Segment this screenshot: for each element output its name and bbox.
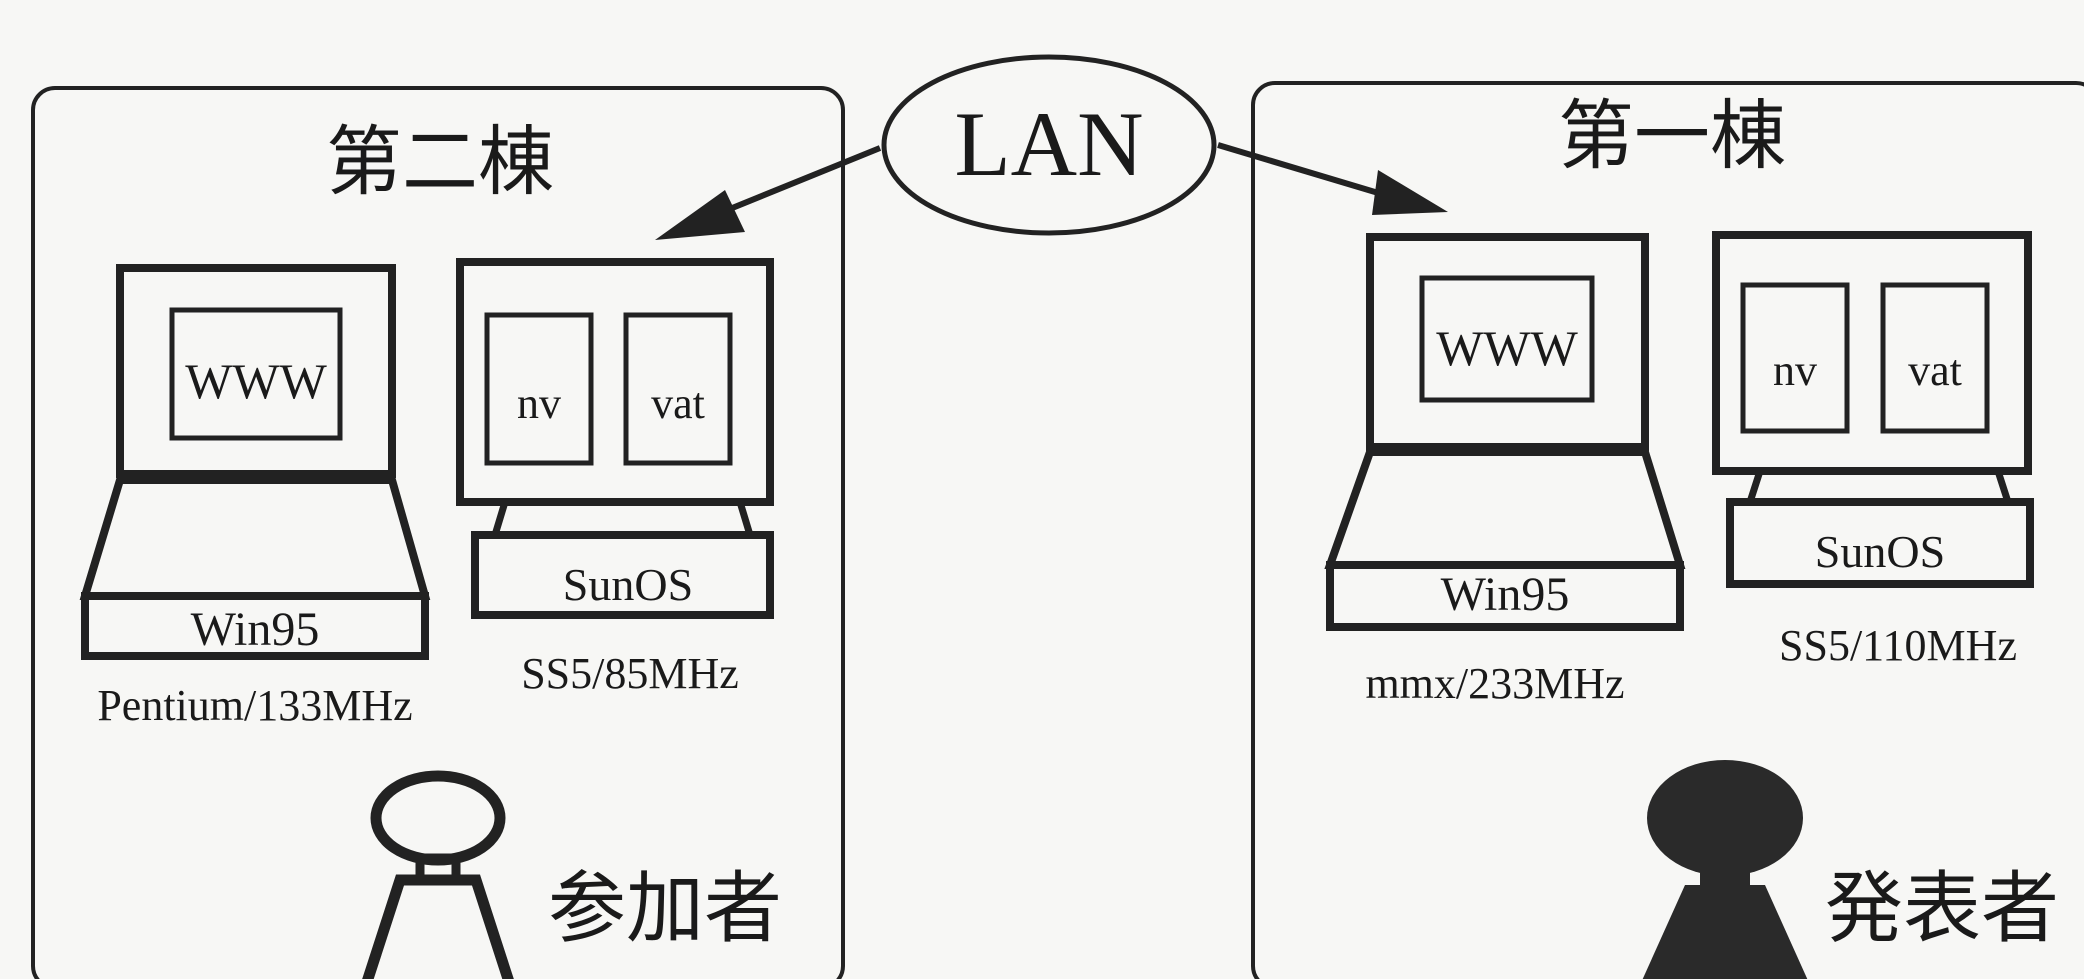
laptop-left: WWW Win95 — [79, 264, 431, 660]
workstation-left-os: SunOS — [563, 559, 693, 610]
laptop-right-os: Win95 — [1441, 568, 1570, 621]
building-left-box — [31, 86, 845, 979]
workstation-left-panel-vat-text: vat — [651, 379, 705, 428]
workstation-left-spec: SS5/85MHz — [521, 649, 739, 698]
laptop-right-spec: mmx/233MHz — [1365, 659, 1624, 708]
workstation-left-panel-vat — [623, 312, 733, 466]
workstation-left-panel-nv — [484, 312, 594, 466]
workstation-right-panel-nv-text: nv — [1773, 346, 1817, 395]
building-right-role: 発表者 — [1825, 865, 2059, 952]
laptop-left-os: Win95 — [191, 603, 320, 656]
workstation-left-panel-nv-text: nv — [517, 379, 561, 428]
workstation-right-os: SunOS — [1815, 526, 1945, 577]
lan-ellipse — [881, 54, 1217, 236]
participant-icon — [362, 770, 514, 979]
laptop-left-screen-text: WWW — [185, 353, 327, 409]
lan-label: LAN — [954, 93, 1143, 195]
workstation-right-panel-vat — [1880, 282, 1990, 434]
workstation-left: nv vat SunOS — [456, 258, 774, 619]
workstation-right-spec: SS5/110MHz — [1779, 621, 2017, 670]
building-right-title: 第一棟 — [1558, 95, 1786, 179]
presenter-icon — [1642, 760, 1808, 979]
workstation-right-panel-vat-text: vat — [1908, 346, 1962, 395]
building-right-box — [1251, 81, 2084, 979]
arrow-to-left-building — [655, 145, 882, 240]
arrow-to-right-building — [1217, 142, 1448, 215]
laptop-right-screen — [1419, 275, 1595, 403]
workstation-right-panel-nv — [1740, 282, 1850, 434]
building-left-title: 第二棟 — [326, 121, 554, 205]
building-left-role: 参加者 — [548, 865, 782, 952]
workstation-right: nv vat SunOS — [1712, 231, 2034, 588]
laptop-left-screen — [169, 307, 343, 441]
laptop-right-screen-text: WWW — [1436, 320, 1578, 376]
laptop-right: WWW Win95 — [1324, 233, 1686, 631]
laptop-left-spec: Pentium/133MHz — [97, 681, 412, 730]
